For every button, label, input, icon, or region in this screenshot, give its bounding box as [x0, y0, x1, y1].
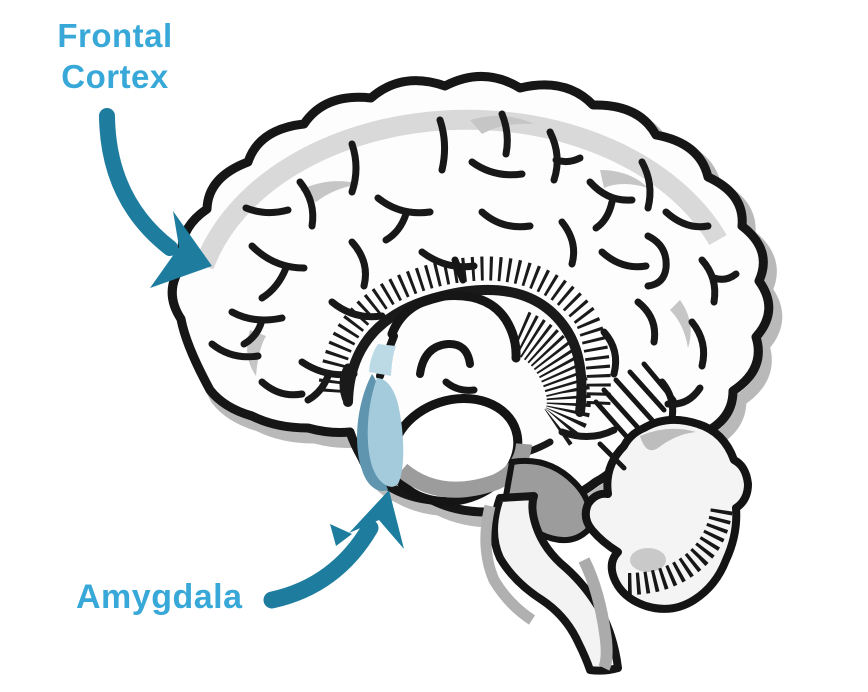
frontal-cortex-label-line1: Frontal [57, 17, 173, 54]
frontal-cortex-label-line2: Cortex [61, 57, 169, 95]
amygdala-arrow [263, 490, 404, 609]
splenium-hatching [510, 311, 591, 447]
corpus-callosum-hatching [318, 256, 611, 447]
frontal-cortex-arrow [99, 108, 212, 288]
amygdala-label: Amygdala [76, 578, 243, 616]
sulci-lines [208, 110, 740, 465]
brainstem [480, 492, 622, 675]
amygdala-highlight [357, 344, 404, 492]
fornix [376, 256, 521, 394]
frontal-cortex-label: Frontal Cortex [30, 16, 200, 98]
occipital-hatch-lines [593, 361, 677, 471]
frontal-arrow-head [150, 211, 212, 288]
cortex-inner-shading [194, 109, 727, 270]
amygdala-arrow-fluke [330, 524, 352, 546]
amygdala-arrow-head [349, 490, 404, 549]
